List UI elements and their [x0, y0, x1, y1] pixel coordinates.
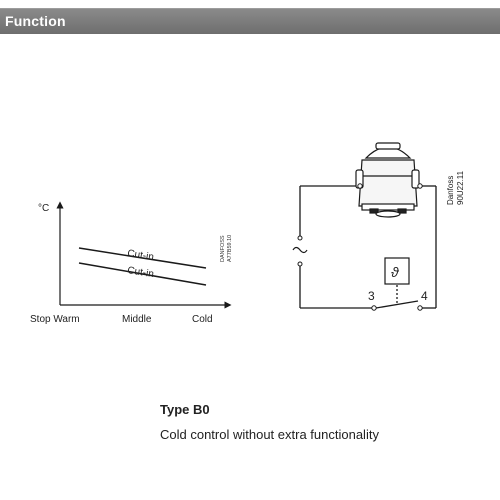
upper-line	[78, 247, 207, 269]
switch-arm	[375, 300, 419, 309]
x-label-cold: Cold	[192, 314, 213, 325]
compressor-icon	[355, 142, 420, 218]
thermostat-symbol: ϑ	[391, 264, 400, 280]
type-title: Type B0	[160, 402, 210, 417]
section-title: Function	[5, 13, 66, 29]
terminal-3-contact	[371, 305, 377, 311]
thermostat-box	[384, 257, 410, 285]
circuit-code-line-2: 90U22.11	[456, 170, 465, 205]
diagram-code-line-1: DANFOSS	[220, 235, 226, 262]
lower-line	[78, 262, 207, 286]
x-label-middle: Middle	[122, 314, 152, 325]
compressor-terminal-left	[357, 183, 363, 189]
terminal-3-label: 3	[368, 289, 375, 303]
circuit-code-line-1: Danfoss	[446, 176, 455, 205]
diagram-code-line-2: A77B59.10	[227, 235, 233, 262]
ac-supply-icon	[292, 235, 308, 267]
terminal-4-label: 4	[421, 289, 428, 303]
x-label-stop-warm: Stop Warm	[30, 314, 80, 325]
header-bar: Function	[0, 8, 500, 34]
y-axis-label: °C	[38, 203, 49, 214]
upper-line-label: Cut-in	[127, 248, 155, 263]
terminal-4-contact	[417, 305, 423, 311]
lower-line-label: Cut-in	[127, 265, 155, 280]
type-description: Cold control without extra functionality	[160, 427, 379, 442]
compressor-terminal-right	[417, 183, 423, 189]
